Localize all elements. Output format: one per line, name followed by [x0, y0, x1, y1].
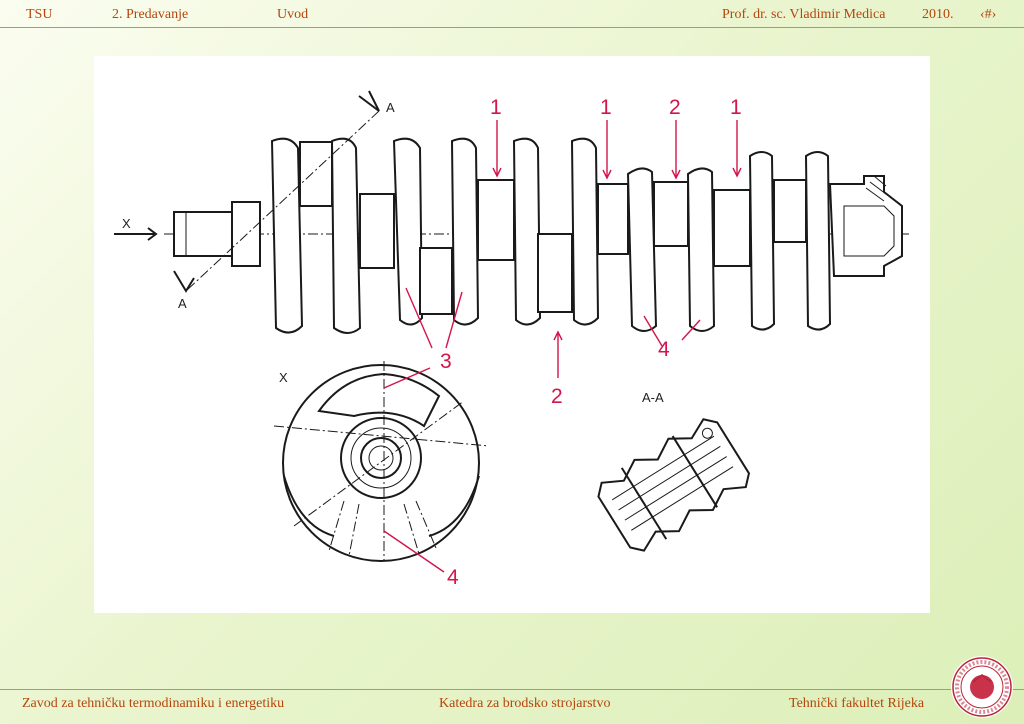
header-lecture: 2. Predavanje: [112, 7, 189, 22]
header-author: Prof. dr. sc. Vladimir Medica: [722, 7, 886, 22]
header-org: TSU: [26, 7, 53, 22]
label-rod-journal-2-bottom: 2: [551, 385, 563, 408]
crank-webs: [270, 137, 832, 334]
label-web-4-end: 4: [447, 566, 459, 589]
view-letter-end: X: [279, 370, 288, 385]
university-seal-icon: [951, 656, 1013, 718]
footer-rule: [0, 689, 1024, 690]
section-letter-top: A: [386, 100, 395, 115]
label-main-journal-1b: 1: [600, 96, 612, 119]
crankshaft-figure: A A X X A-A: [94, 56, 930, 613]
header-page-number: ‹#›: [980, 7, 997, 22]
label-main-journal-1a: 1: [490, 96, 502, 119]
section-title: A-A: [642, 390, 664, 405]
header-topic: Uvod: [277, 7, 309, 22]
shaft-flange: [828, 175, 903, 277]
label-web-3: 3: [440, 350, 452, 373]
footer-institute: Zavod za tehničku termodinamiku i energe…: [22, 696, 285, 711]
label-rod-journal-2-top: 2: [669, 96, 681, 119]
footer-department: Katedra za brodsko strojarstvo: [439, 696, 611, 711]
section-cut-line: [173, 90, 380, 293]
header-rule: [0, 27, 1024, 28]
view-letter-axis: X: [122, 216, 131, 231]
footer-faculty: Tehnički fakultet Rijeka: [789, 696, 925, 711]
header-year: 2010.: [922, 7, 954, 22]
label-web-4-side: 4: [658, 338, 670, 361]
end-view-drawing: [273, 361, 490, 562]
section-aa-drawing: [597, 418, 751, 552]
crankshaft-drawing: A A X X A-A: [114, 90, 909, 589]
section-letter-bottom: A: [178, 296, 187, 311]
crank-journals: [299, 141, 807, 315]
shaft-nose: [173, 201, 261, 267]
label-main-journal-1c: 1: [730, 96, 742, 119]
callout-arrows: [383, 120, 742, 573]
